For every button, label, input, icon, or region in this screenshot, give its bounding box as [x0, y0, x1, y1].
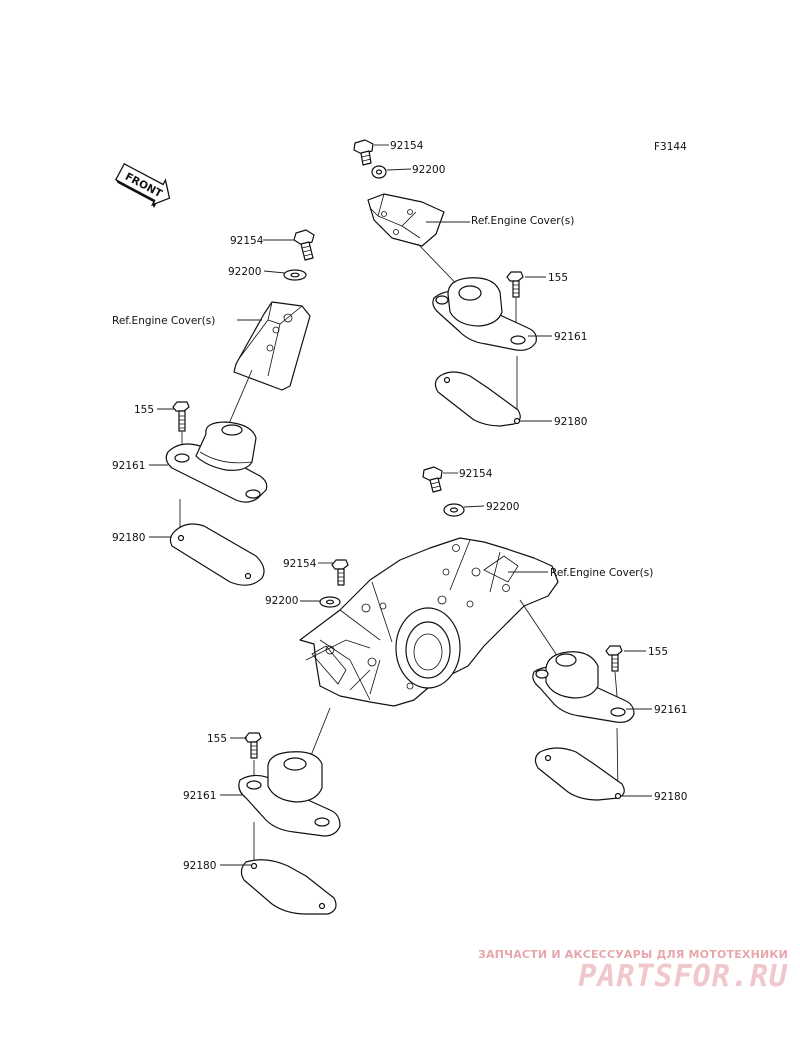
watermark-logo: PARTSFOR.RU — [578, 959, 788, 994]
engine-cover-bracket-b — [367, 193, 445, 247]
bolt-155-c — [605, 645, 623, 672]
label-92161-a: 92161 — [112, 460, 145, 472]
label-92161-d: 92161 — [183, 790, 216, 802]
label-92180-a: 92180 — [112, 532, 145, 544]
engine-mount-92161-b — [432, 277, 537, 351]
label-92180-b: 92180 — [554, 416, 587, 428]
engine-mount-92161-d — [238, 751, 341, 837]
label-ref-c: Ref.Engine Cover(s) — [550, 567, 653, 579]
bolt-155-a — [172, 401, 190, 432]
label-155-d: 155 — [207, 733, 227, 745]
bolt-92154-d — [331, 559, 349, 586]
plate-92180-d — [240, 859, 337, 915]
bolt-155-d — [244, 732, 262, 759]
plate-92180-b — [434, 371, 521, 427]
bolt-92154-b — [353, 139, 374, 166]
plate-92180-a — [169, 523, 265, 586]
washer-92200-d — [319, 596, 341, 608]
label-ref-a: Ref.Engine Cover(s) — [112, 315, 215, 327]
washer-92200-a — [283, 269, 307, 281]
label-92154-c: 92154 — [459, 468, 493, 480]
engine-cover — [299, 537, 559, 707]
label-155-c: 155 — [648, 646, 668, 658]
bolt-155-b — [506, 271, 524, 298]
washer-92200-b — [371, 165, 387, 179]
watermark: ЗАПЧАСТИ И АКСЕССУАРЫ ДЛЯ МОТОТЕХНИКИ PA… — [458, 948, 788, 994]
label-92200-b: 92200 — [412, 164, 445, 176]
label-92154-b: 92154 — [390, 140, 424, 152]
plate-92180-c — [534, 747, 625, 801]
label-155-b: 155 — [548, 272, 568, 284]
label-92161-b: 92161 — [554, 331, 587, 343]
engine-mount-92161-c — [532, 651, 635, 723]
label-92161-c: 92161 — [654, 704, 687, 716]
bolt-92154-a — [293, 229, 315, 261]
label-ref-b: Ref.Engine Cover(s) — [471, 215, 574, 227]
label-92200-a: 92200 — [228, 266, 261, 278]
figure-code: F3144 — [654, 141, 687, 153]
label-92200-d: 92200 — [265, 595, 298, 607]
label-155-a: 155 — [134, 404, 154, 416]
label-92180-c: 92180 — [654, 791, 687, 803]
label-92200-c: 92200 — [486, 501, 519, 513]
label-92154-a: 92154 — [230, 235, 264, 247]
washer-92200-c — [443, 503, 465, 517]
front-arrow-icon: FRONT — [114, 162, 171, 208]
label-92180-d: 92180 — [183, 860, 216, 872]
engine-mount-92161-a — [165, 421, 268, 503]
watermark-subtitle: ЗАПЧАСТИ И АКСЕССУАРЫ ДЛЯ МОТОТЕХНИКИ — [478, 948, 788, 961]
engine-cover-bracket-a — [233, 301, 311, 391]
label-92154-d: 92154 — [283, 558, 317, 570]
bolt-92154-c — [422, 466, 443, 493]
